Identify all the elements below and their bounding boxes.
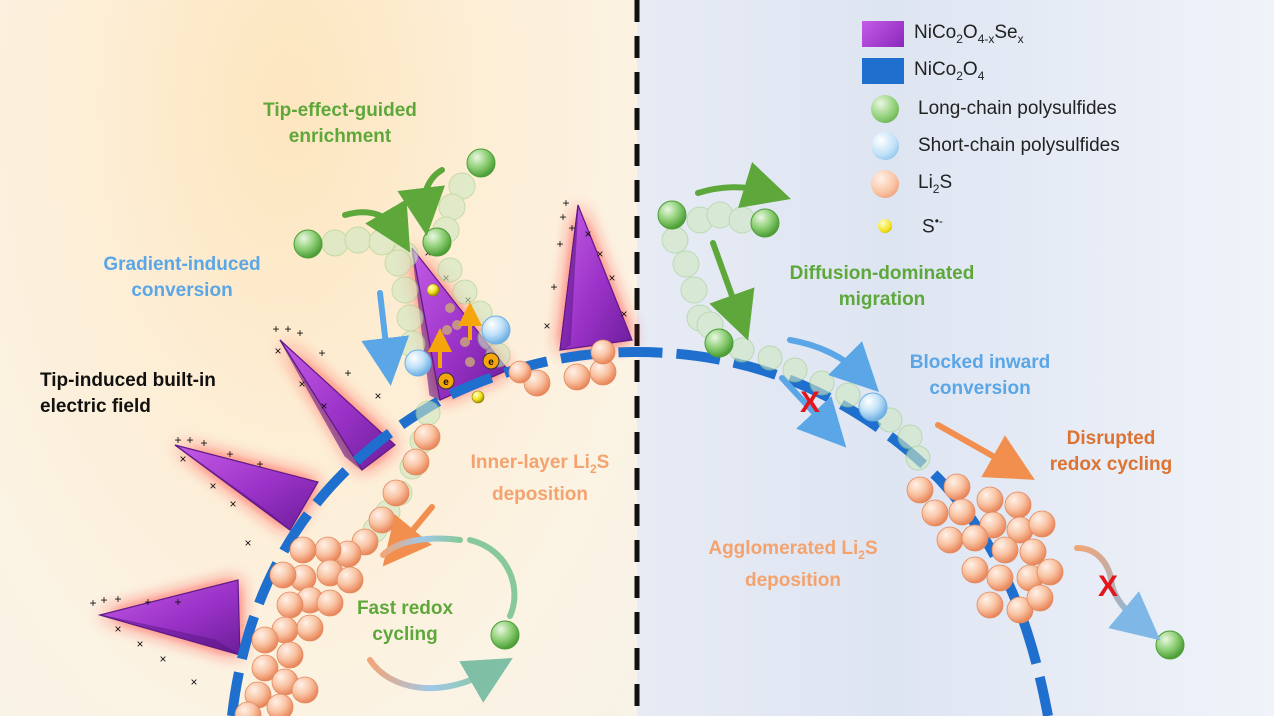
svg-text:X: X — [1098, 570, 1118, 603]
legend-label-long-chain: Long-chain polysulfides — [918, 98, 1117, 119]
svg-text:+: + — [174, 433, 181, 447]
svg-text:+: + — [272, 322, 279, 336]
svg-text:×: × — [543, 319, 550, 333]
svg-text:+: + — [296, 326, 303, 340]
nico2o4-swatch — [862, 58, 904, 84]
svg-text:+: + — [200, 436, 207, 450]
svg-text:+: + — [568, 221, 575, 235]
svg-text:+: + — [144, 595, 151, 609]
legend-label-s-radical: S•- — [922, 213, 943, 238]
nico2o4-sex-swatch — [862, 21, 904, 47]
svg-text:+: + — [114, 592, 121, 606]
right-arrows — [695, 162, 1161, 641]
svg-text:+: + — [226, 447, 233, 461]
svg-text:×: × — [159, 652, 166, 666]
legend-label-nico2o4-sex: NiCo2O4-xSex — [914, 22, 1024, 46]
legend-item-nico2o4: NiCo2O4 — [862, 54, 984, 88]
svg-text:×: × — [209, 479, 216, 493]
spike-2 — [174, 444, 319, 531]
svg-text:+: + — [550, 280, 557, 294]
li2s-icon — [871, 170, 899, 198]
svg-text:+: + — [562, 196, 569, 210]
label-agglomerated: Agglomerated Li2S deposition — [708, 538, 878, 591]
svg-text:+: + — [186, 433, 193, 447]
svg-text:e: e — [488, 357, 494, 368]
svg-text:×: × — [114, 622, 121, 636]
svg-text:×: × — [244, 536, 251, 550]
left-arrows — [342, 167, 518, 703]
legend-item-li2s: Li2S — [862, 167, 952, 201]
svg-text:+: + — [344, 366, 351, 380]
legend-item-s-radical: S•- — [862, 209, 943, 243]
svg-text:×: × — [190, 675, 197, 689]
svg-text:×: × — [274, 344, 281, 358]
svg-text:+: + — [256, 457, 263, 471]
legend-item-long-chain: Long-chain polysulfides — [862, 92, 1117, 126]
short-chain-polysulfides — [404, 315, 888, 422]
svg-text:×: × — [320, 399, 327, 413]
legend-label-short-chain: Short-chain polysulfides — [918, 135, 1120, 156]
label-inner-layer: Inner-layer Li2S deposition — [470, 452, 610, 505]
spike-3 — [279, 339, 396, 471]
svg-text:×: × — [298, 377, 305, 391]
spike-1 — [97, 579, 241, 656]
svg-text:×: × — [374, 389, 381, 403]
svg-text:+: + — [559, 210, 566, 224]
svg-text:+: + — [100, 593, 107, 607]
li2s-particles-left — [234, 339, 617, 716]
svg-text:+: + — [284, 322, 291, 336]
short-chain-icon — [871, 132, 899, 160]
svg-text:×: × — [608, 271, 615, 285]
svg-text:×: × — [179, 452, 186, 466]
svg-text:+: + — [89, 596, 96, 610]
long-chain-polysulfides — [293, 148, 1185, 660]
legend-item-short-chain: Short-chain polysulfides — [862, 129, 1120, 163]
svg-text:×: × — [620, 307, 627, 321]
legend-label-li2s: Li2S — [918, 172, 953, 196]
svg-text:+: + — [174, 595, 181, 609]
s-radical-icon — [878, 219, 892, 233]
legend-item-nico2o4-sex: NiCo2O4-xSex — [862, 17, 1024, 51]
svg-text:×: × — [136, 637, 143, 651]
electrons: e e — [428, 302, 500, 390]
legend-label-nico2o4: NiCo2O4 — [914, 59, 985, 83]
svg-text:X: X — [800, 386, 820, 419]
svg-text:+: + — [556, 237, 563, 251]
svg-text:+: + — [318, 346, 325, 360]
svg-text:×: × — [584, 227, 591, 241]
li2s-particles-right — [906, 473, 1064, 624]
svg-text:×: × — [229, 497, 236, 511]
svg-text:×: × — [596, 247, 603, 261]
long-chain-icon — [871, 95, 899, 123]
blocked-marks: X X — [800, 386, 1118, 603]
svg-text:e: e — [443, 377, 449, 388]
